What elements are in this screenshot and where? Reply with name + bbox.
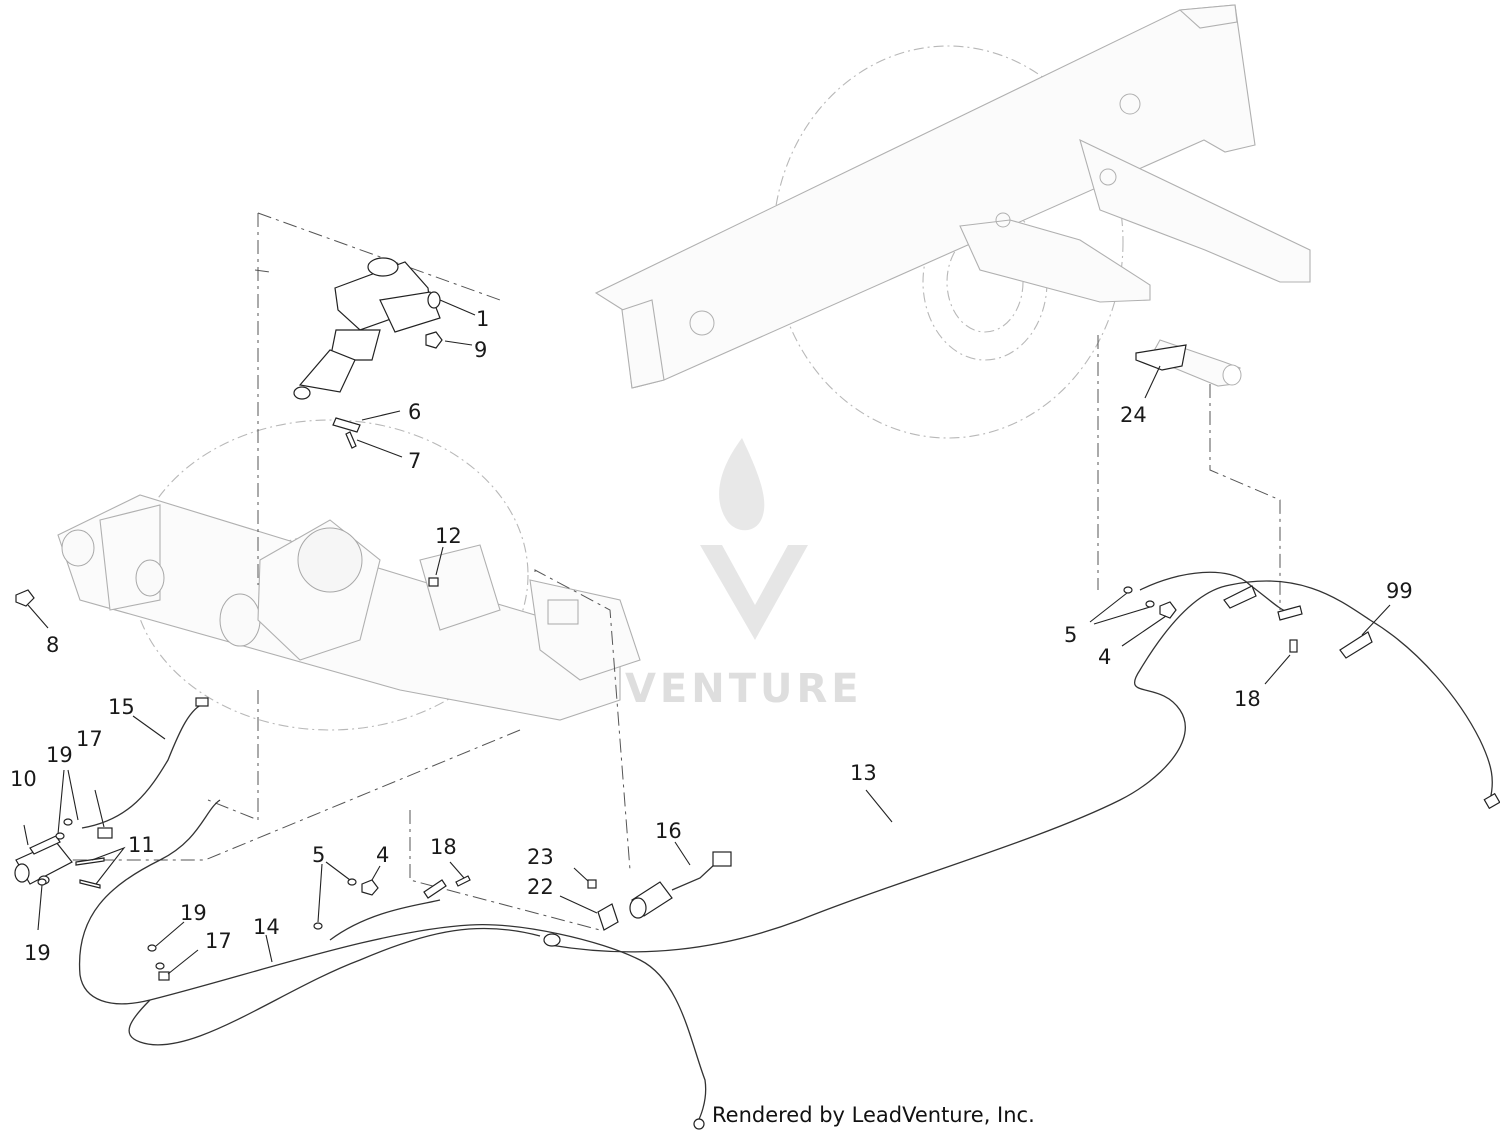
callout-24: 24 [1120, 403, 1147, 427]
callout-19-lower: 19 [180, 901, 207, 925]
bolt-12 [428, 546, 444, 587]
banjo-bolt-17-left [94, 789, 113, 839]
bolt-8 [15, 589, 49, 629]
callout-1: 1 [476, 307, 489, 331]
bracket-22 [559, 895, 619, 931]
rear-frame-assembly [594, 4, 1311, 610]
screw-23 [573, 867, 597, 889]
callout-18-left: 18 [430, 835, 457, 859]
brake-switch-16 [629, 841, 732, 919]
washers-19-left [37, 769, 79, 931]
callout-16: 16 [655, 819, 682, 843]
clip-99 [1223, 585, 1391, 659]
clevis-pin-6 [332, 410, 401, 433]
callout-8: 8 [46, 633, 59, 657]
callout-labels: 1 9 6 7 12 8 15 17 19 10 11 19 5 4 18 23… [10, 307, 1413, 965]
callout-22: 22 [527, 875, 554, 899]
hitch-pin-24 [1135, 344, 1187, 399]
footer-credit: Rendered by LeadVenture, Inc. [712, 1103, 1035, 1127]
callout-23: 23 [527, 845, 554, 869]
nut-4-left [361, 865, 381, 896]
callout-5-right: 5 [1064, 623, 1077, 647]
callout-5-left: 5 [312, 843, 325, 867]
washers-5-right [1089, 586, 1155, 625]
callout-10: 10 [10, 767, 37, 791]
callout-15: 15 [108, 695, 135, 719]
master-cylinder-1 [293, 257, 476, 400]
callout-17-lower: 17 [205, 929, 232, 953]
banjo-bolt-17-lower [158, 949, 199, 981]
callout-9: 9 [474, 338, 487, 362]
brake-line-15 [81, 697, 209, 829]
callout-17-left: 17 [76, 727, 103, 751]
brake-block-10 [14, 824, 73, 885]
callout-19-left: 19 [46, 743, 73, 767]
callout-6: 6 [408, 400, 421, 424]
clamp-18-right [1264, 605, 1303, 685]
front-axle-assembly [57, 212, 641, 931]
callout-4-right: 4 [1098, 645, 1111, 669]
clamp-18-left [423, 861, 471, 899]
callout-99: 99 [1386, 579, 1413, 603]
callout-14: 14 [253, 915, 280, 939]
nut-4-right [1121, 601, 1177, 647]
washers-5-left [313, 861, 357, 930]
bolts-11 [75, 846, 126, 889]
flame-logo-icon [700, 438, 808, 640]
callout-11: 11 [128, 833, 155, 857]
washer-19-lower [147, 921, 185, 970]
nut-9 [425, 331, 473, 349]
brake-line-13 [543, 571, 1500, 953]
clip-7 [345, 431, 403, 458]
front-wheel-outline [131, 419, 529, 731]
callout-13: 13 [850, 761, 877, 785]
callout-4-left: 4 [376, 843, 389, 867]
callout-7: 7 [408, 449, 421, 473]
callout-19-bottom-left: 19 [24, 941, 51, 965]
callout-18-right: 18 [1234, 687, 1261, 711]
brake-line-14 [78, 799, 707, 1130]
callout-12: 12 [435, 524, 462, 548]
